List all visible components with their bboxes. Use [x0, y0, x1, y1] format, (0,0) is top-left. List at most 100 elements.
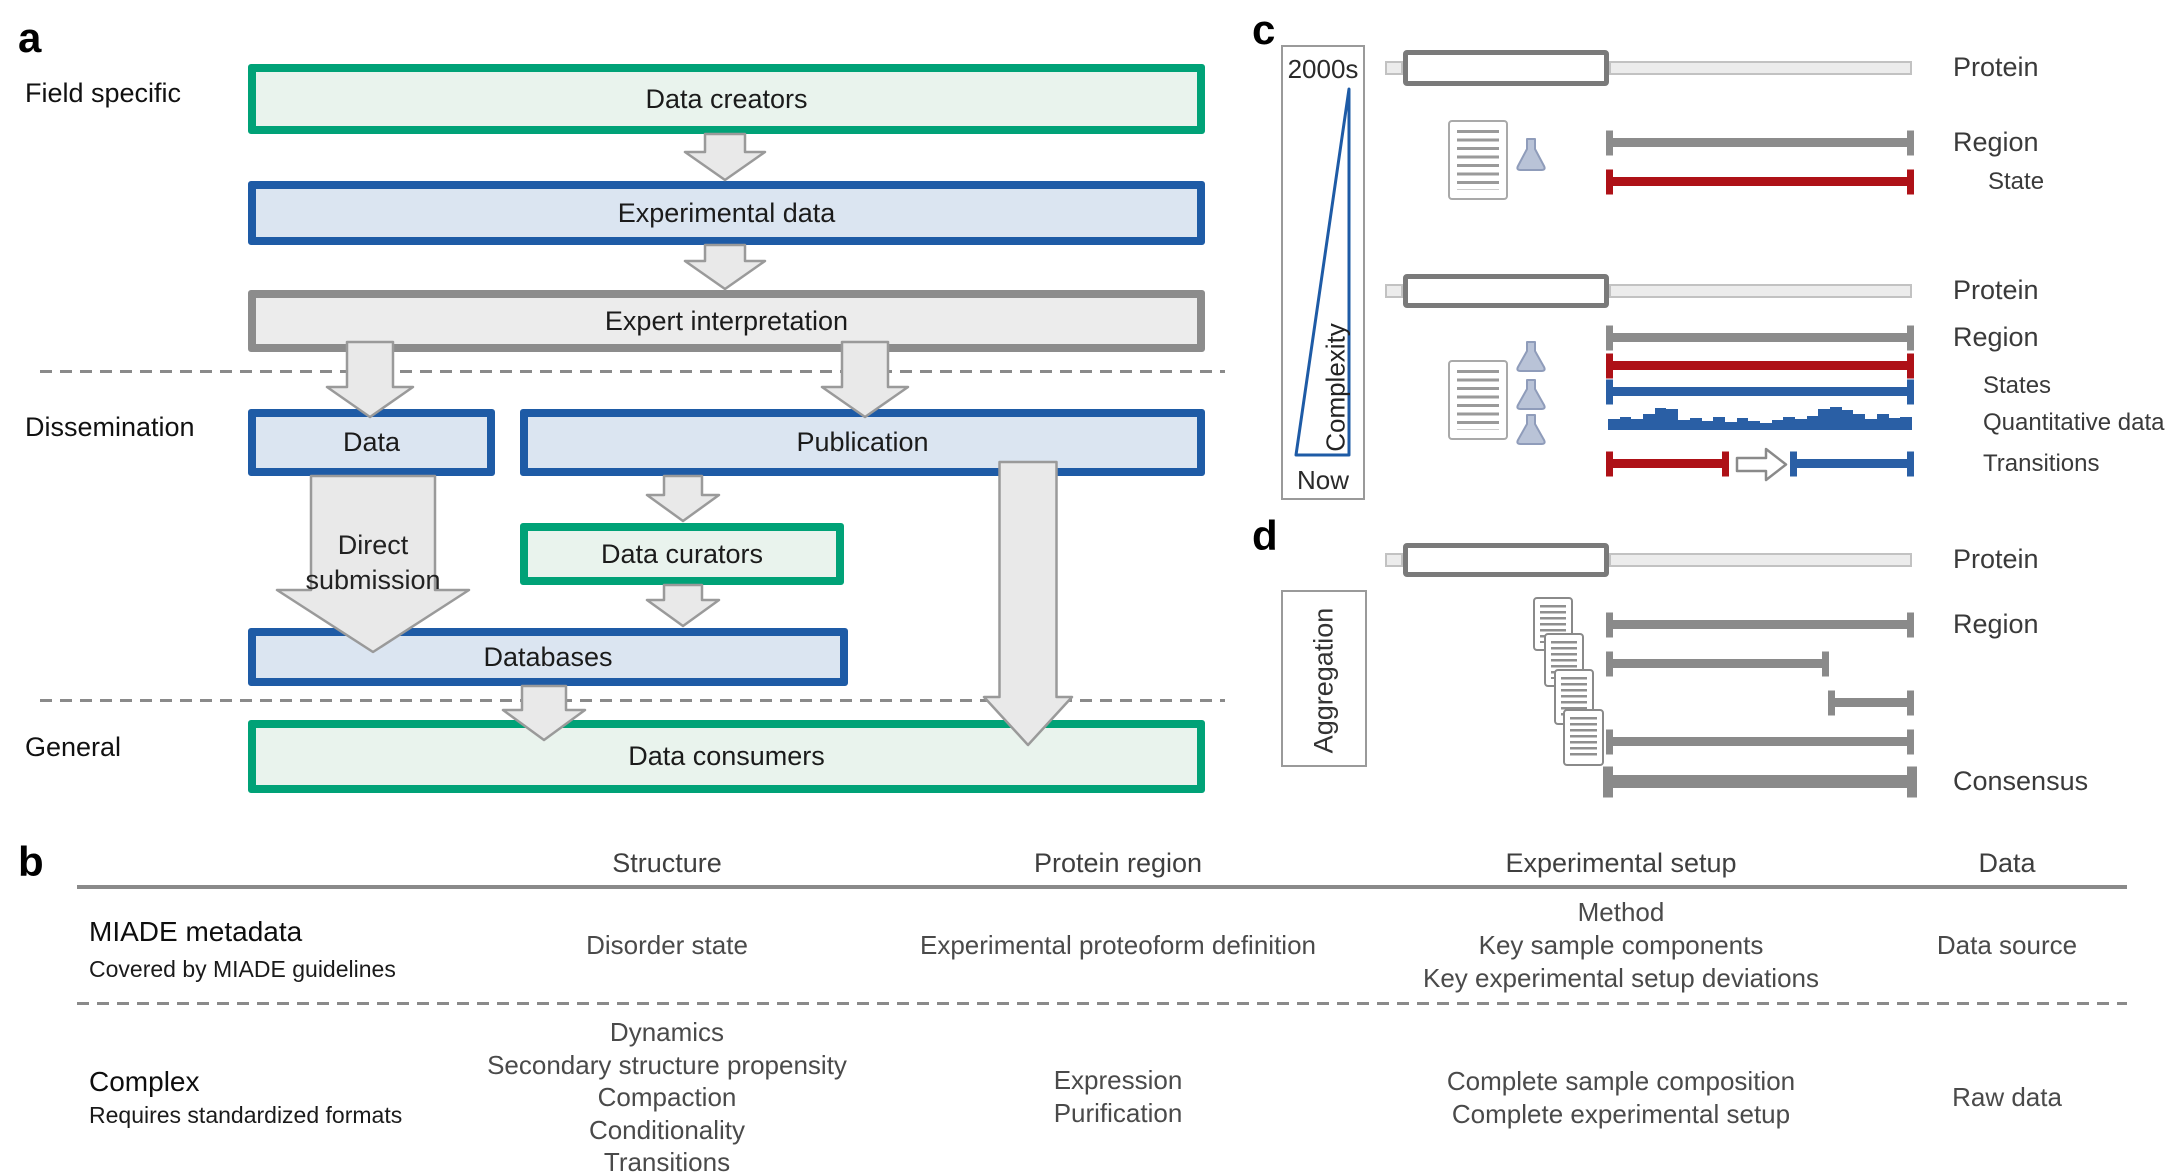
c1-protein-label: Protein — [1953, 52, 2039, 82]
c2-region-label: Region — [1953, 322, 2039, 352]
protein-bar-1-stub — [1385, 61, 1403, 75]
histogram-bin — [1713, 417, 1725, 430]
histogram-bin — [1643, 414, 1655, 430]
d-protein-label: Protein — [1953, 544, 2039, 574]
row2-subtitle: Requires standardized formats — [89, 1102, 403, 1128]
histogram-bin — [1865, 419, 1877, 430]
histogram-bin — [1608, 419, 1620, 430]
c2-transitions-label: Transitions — [1983, 450, 2100, 477]
box-data-curators-label: Data curators — [600, 538, 764, 569]
box-data-consumers-label: Data consumers — [628, 741, 825, 771]
row2-data-cell: Raw data — [1952, 1082, 2062, 1112]
aggregated-region-bar — [1829, 698, 1912, 707]
histogram-bin — [1748, 421, 1760, 430]
histogram-bin — [1619, 417, 1632, 430]
experiment-flask-icon-2 — [1516, 341, 1546, 372]
protein-bar-1-domain — [1403, 50, 1609, 86]
panel-a-letter: a — [18, 14, 42, 61]
side-label-general: General — [25, 732, 122, 762]
box-data-curators: Data curators — [520, 523, 844, 585]
protein-bar-3-tail — [1609, 553, 1912, 567]
transition-arrow-icon — [1735, 447, 1788, 482]
histogram-bin — [1783, 417, 1795, 430]
c1-region-label: Region — [1953, 127, 2039, 157]
consensus-bar — [1605, 775, 1915, 788]
col-header-protein-region: Protein region — [1033, 848, 1203, 878]
row1-experimental-setup-cell: Method Key sample components Key experim… — [1422, 897, 1820, 993]
protein-bar-3-domain — [1403, 543, 1609, 577]
row1-title: MIADE metadata — [89, 916, 303, 947]
divider-dissemination-general — [40, 699, 1225, 702]
transition-from-bar — [1608, 459, 1727, 468]
c2-state-red-bar — [1608, 361, 1912, 370]
side-label-dissemination: Dissemination — [25, 412, 195, 442]
protein-bar-2-domain — [1403, 274, 1609, 308]
row2-protein-region-cell: Expression Purification — [1053, 1065, 1183, 1128]
histogram-bin — [1771, 420, 1784, 430]
histogram-baseline — [1608, 426, 1912, 430]
histogram-bin — [1689, 418, 1702, 430]
publication-document-icon-2 — [1448, 360, 1508, 440]
table-header-rule — [77, 885, 2127, 889]
box-data-creators: Data creators — [248, 64, 1205, 134]
col-header-data: Data — [1978, 848, 2036, 878]
table-row-divider — [77, 1002, 2127, 1005]
histogram-bin — [1900, 417, 1912, 430]
divider-field-dissemination — [40, 370, 1225, 373]
aggregation-box: Aggregation — [1281, 590, 1367, 767]
histogram-bin — [1876, 414, 1889, 430]
c2-states-label: States — [1983, 372, 2052, 399]
timeline-now-label: Now — [1296, 465, 1349, 495]
histogram-bin — [1654, 408, 1667, 430]
histogram-bin — [1736, 418, 1749, 430]
c1-state-label: State — [1988, 168, 2045, 195]
c2-quantitative-label: Quantitative data — [1983, 409, 2165, 436]
panel-c-letter: c — [1252, 6, 1276, 53]
box-expert-interpretation: Expert interpretation — [248, 290, 1205, 352]
row1-subtitle: Covered by MIADE guidelines — [89, 956, 396, 982]
histogram-bin — [1806, 416, 1819, 430]
protein-bar-3-stub — [1385, 553, 1403, 567]
c2-state-blue-bar — [1608, 387, 1912, 396]
row1-protein-region-cell: Experimental proteoform definition — [920, 930, 1316, 960]
complexity-timeline-box: 2000s Complexity Now — [1281, 45, 1365, 500]
col-header-experimental-setup: Experimental setup — [1505, 848, 1737, 878]
row1-structure-cell: Disorder state — [586, 930, 748, 960]
row1-data-cell: Data source — [1936, 930, 2078, 960]
experiment-flask-icon — [1516, 138, 1546, 171]
box-data-label: Data — [342, 427, 401, 457]
histogram-bin — [1631, 419, 1644, 430]
transition-to-bar — [1792, 459, 1912, 468]
complexity-axis-label: Complexity — [1320, 323, 1351, 452]
box-expert-interpretation-label: Expert interpretation — [604, 305, 849, 336]
experiment-flask-icon-4 — [1516, 414, 1546, 445]
experiment-flask-icon-3 — [1516, 379, 1546, 410]
box-publication: Publication — [520, 409, 1205, 476]
panel-b-letter: b — [18, 838, 44, 885]
row2-structure-cell: Dynamics Secondary structure propensity … — [487, 1017, 847, 1174]
box-experimental-data-label: Experimental data — [617, 197, 836, 228]
histogram-bin — [1853, 414, 1866, 430]
box-data: Data — [248, 409, 495, 476]
timeline-start-label: 2000s — [1287, 54, 1359, 84]
d-region-label: Region — [1953, 609, 2039, 639]
aggregated-region-bar — [1608, 620, 1912, 629]
protein-bar-2-stub — [1385, 284, 1403, 298]
direct-submission-label: Direct submission — [305, 530, 441, 595]
complexity-triangle — [1294, 87, 1351, 457]
histogram-bin — [1841, 410, 1854, 430]
histogram-bin — [1830, 407, 1842, 430]
col-header-structure: Structure — [612, 848, 722, 878]
box-data-consumers: Data consumers — [248, 720, 1205, 793]
row2-title: Complex — [89, 1066, 200, 1097]
aggregation-label: Aggregation — [1308, 607, 1339, 754]
box-publication-label: Publication — [796, 427, 929, 457]
box-data-creators-label: Data creators — [645, 83, 808, 114]
c1-region-bar — [1608, 138, 1912, 147]
aggregated-region-bar — [1608, 737, 1912, 746]
histogram-bin — [1678, 420, 1690, 430]
histogram-bin — [1666, 409, 1679, 430]
side-label-field-specific: Field specific — [25, 78, 182, 108]
histogram-bin — [1701, 421, 1714, 430]
